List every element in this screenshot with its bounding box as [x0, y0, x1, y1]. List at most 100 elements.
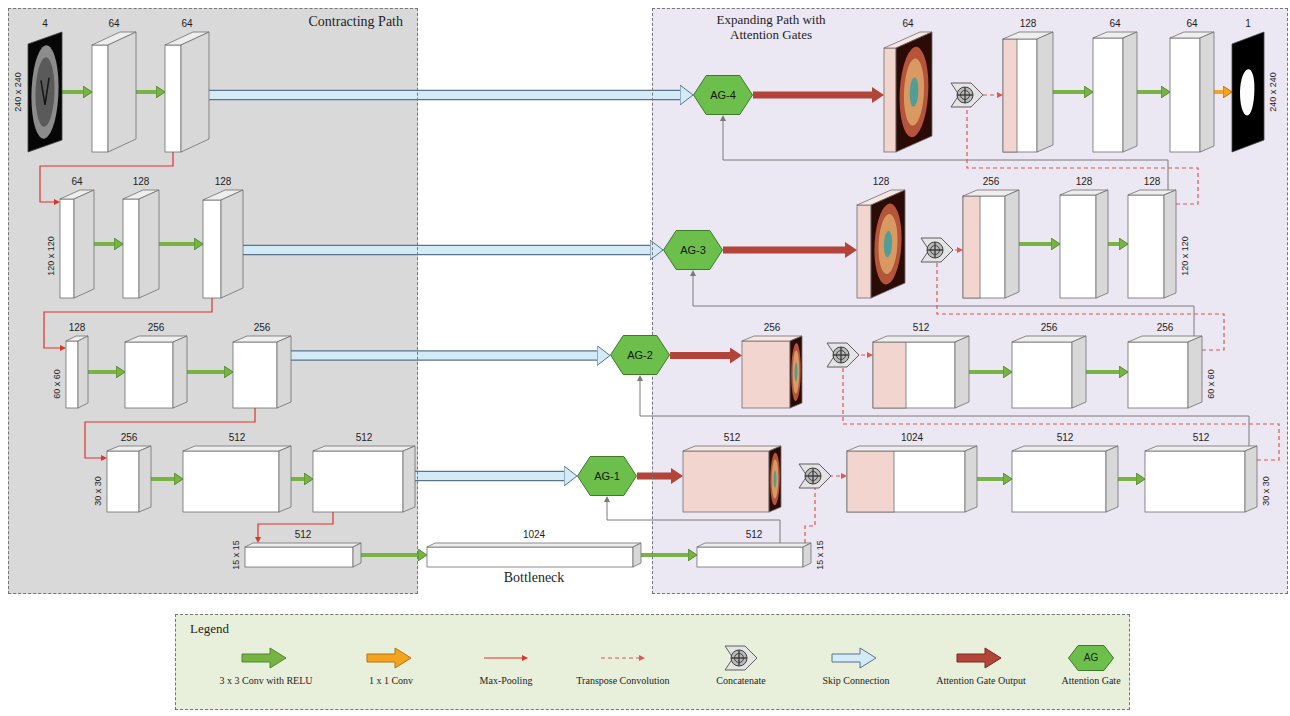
connector-path	[291, 477, 304, 481]
attention-gate: AG-2	[610, 335, 670, 375]
channel-count: 1	[1245, 18, 1251, 30]
legend-text: Attention Gate Output	[921, 675, 1041, 687]
concat-map: 1024	[847, 446, 977, 512]
shape-outline	[873, 336, 969, 408]
concat-symbol	[799, 464, 831, 488]
feature-map: 64	[92, 32, 136, 152]
legend-item: Attention Gate Output	[921, 615, 1041, 709]
legend-item: Transpose Convolution	[563, 615, 683, 709]
legend-item: Max-Pooling	[446, 615, 566, 709]
connector-path	[88, 370, 116, 374]
one-by-one-conv-arrow	[1214, 92, 1223, 93]
skip-connection	[243, 250, 650, 251]
connector-path	[187, 370, 224, 374]
channel-count: 64	[108, 18, 119, 30]
brain-ventricle	[41, 78, 49, 107]
channel-count: 256	[764, 322, 781, 334]
connector-path	[670, 352, 730, 359]
feature-map: 128	[1128, 190, 1176, 298]
block-front	[697, 547, 803, 567]
attention-gate: AG-4	[693, 75, 753, 115]
panel-title: Contracting Path	[309, 14, 404, 30]
shape-outline	[245, 543, 361, 567]
block-top	[1012, 446, 1118, 451]
legend-sample-label: AG	[1084, 652, 1098, 664]
feature-map: 64	[1170, 32, 1214, 152]
channel-count: 64	[181, 18, 192, 30]
transpose-conv-line	[967, 95, 1198, 204]
image-ground	[790, 336, 802, 408]
feature-map: 512	[1012, 446, 1118, 512]
concat-chevron	[799, 464, 831, 488]
shape-outline	[183, 446, 291, 512]
attention-gate: AG-1	[577, 456, 637, 496]
connector-path	[693, 276, 1194, 336]
connector-path	[967, 95, 1198, 204]
channel-count: 512	[746, 529, 763, 541]
connector-outline	[243, 245, 650, 256]
attention-map: 64	[884, 32, 932, 152]
attention-core	[884, 229, 892, 259]
block-front	[1003, 39, 1037, 152]
block-front	[165, 45, 181, 152]
conv-arrow	[136, 92, 156, 93]
connector-path	[361, 553, 418, 557]
legend-gate	[1069, 646, 1114, 671]
block-front	[1145, 451, 1245, 512]
conv-arrow	[1086, 372, 1119, 373]
channel-count: 256	[983, 176, 1000, 188]
block-side	[1096, 190, 1108, 298]
concat-symbol	[921, 238, 953, 262]
skip-connection	[415, 476, 564, 477]
block-front	[742, 341, 790, 408]
connector-path	[753, 92, 872, 99]
connector-path	[243, 246, 650, 254]
block-caption: Bottleneck	[504, 570, 565, 586]
conv-arrow	[187, 372, 224, 373]
channel-count: 512	[1193, 432, 1210, 444]
concat-cross	[927, 242, 943, 258]
channel-count: 64	[71, 176, 82, 188]
block-front	[847, 451, 965, 512]
concat-circle	[731, 650, 747, 666]
block-front	[963, 196, 1005, 298]
shape-outline	[1060, 190, 1108, 298]
channel-count: 256	[148, 322, 165, 334]
shape-outline	[313, 446, 415, 512]
block-front	[125, 342, 173, 408]
block-front	[183, 451, 279, 512]
gate-hexagon	[664, 231, 723, 270]
block-front	[313, 451, 403, 512]
shape-outline	[1145, 446, 1257, 512]
concat-cross	[805, 468, 821, 484]
shape-outline	[203, 190, 243, 298]
attention-core	[910, 76, 919, 109]
block-side	[1037, 32, 1053, 152]
feature-map: 128	[66, 336, 88, 408]
connector-path	[1108, 242, 1119, 246]
attention-output-arrow	[670, 355, 730, 356]
shape-outline	[60, 190, 94, 298]
connector-outline	[415, 471, 564, 482]
brain-inner	[878, 210, 897, 278]
conv-arrow	[361, 555, 418, 556]
legend-arrow	[367, 648, 411, 668]
conv-arrow	[969, 372, 1003, 373]
channel-count: 512	[356, 432, 373, 444]
feature-map: 256	[1128, 336, 1202, 408]
shape-outline	[1012, 336, 1086, 408]
legend-line	[484, 657, 522, 658]
gate-hexagon	[611, 336, 670, 375]
gate-hexagon	[1069, 646, 1114, 671]
attention-output-arrow	[723, 250, 845, 251]
block-front	[884, 48, 896, 152]
concat-symbol	[725, 646, 757, 670]
shape-outline	[963, 190, 1019, 298]
channel-count: 512	[229, 432, 246, 444]
connector-path	[641, 553, 688, 557]
dimension-label: 240 x 240	[1268, 72, 1279, 112]
connector-path	[94, 242, 114, 246]
channel-count: 1024	[901, 432, 923, 444]
gate-label: AG-3	[680, 244, 706, 257]
feature-map: 512	[313, 446, 415, 512]
